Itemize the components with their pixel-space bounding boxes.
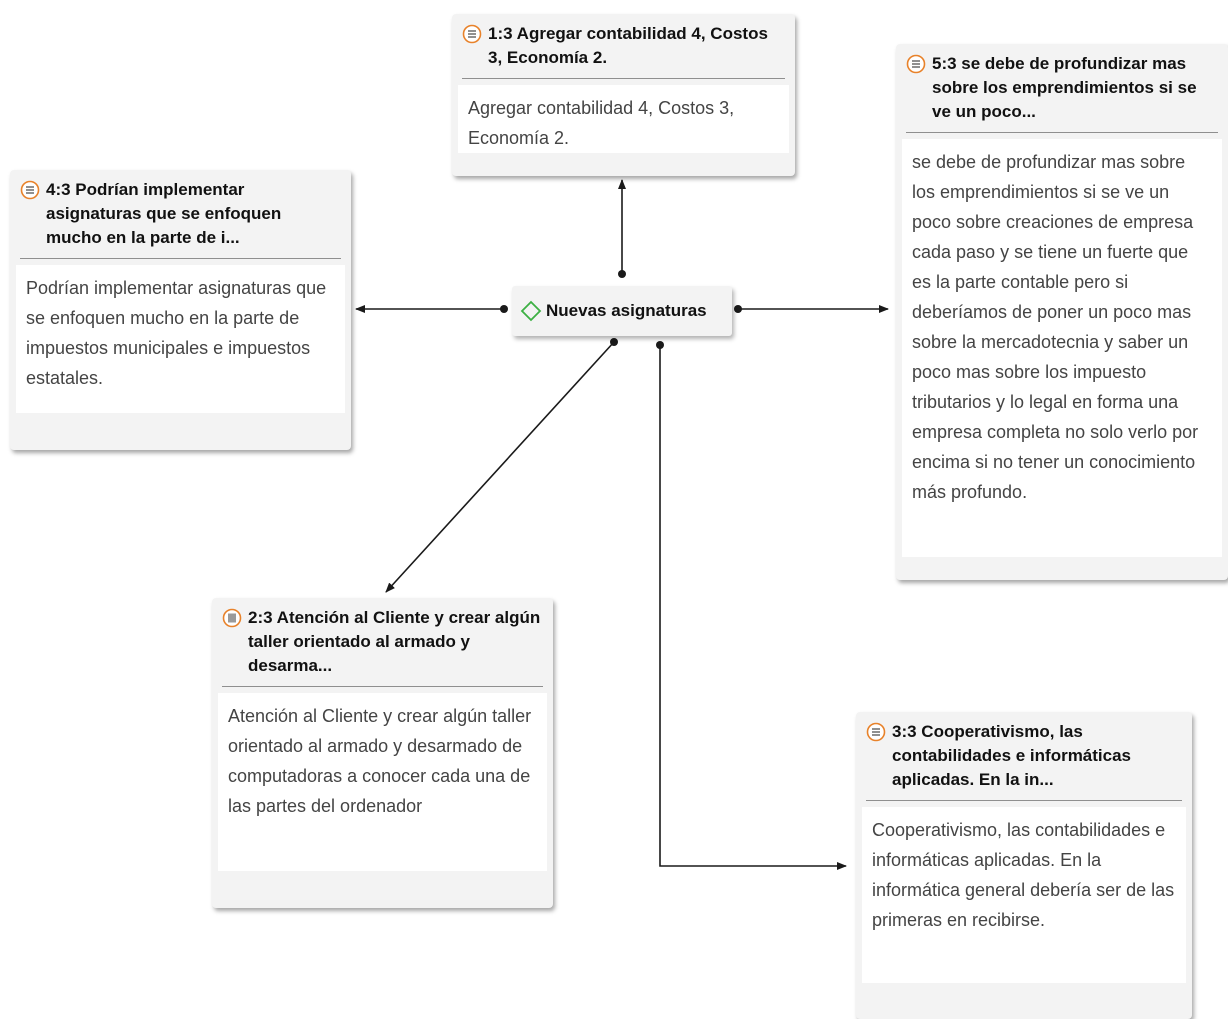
document-lines-icon <box>866 722 886 742</box>
quote-header: 1:3 Agregar contabilidad 4, Costos 3, Ec… <box>488 24 768 67</box>
document-lines-icon <box>462 24 482 44</box>
divider <box>866 800 1182 801</box>
green-diamond-icon <box>520 300 542 322</box>
quote-card-1[interactable]: 1:3 Agregar contabilidad 4, Costos 3, Ec… <box>452 14 795 176</box>
quote-body: Cooperativismo, las contabilidades e inf… <box>862 807 1186 983</box>
divider <box>222 686 543 687</box>
link-to-quote-3[interactable] <box>656 341 847 870</box>
document-filled-icon <box>222 608 242 628</box>
quote-card-5[interactable]: 5:3 se debe de profundizar mas sobre los… <box>896 44 1228 580</box>
link-to-quote-2[interactable] <box>385 338 618 593</box>
document-lines-icon <box>20 180 40 200</box>
quote-header: 5:3 se debe de profundizar mas sobre los… <box>932 54 1197 121</box>
divider <box>462 78 785 79</box>
link-to-quote-5[interactable] <box>734 305 889 313</box>
quote-card-3[interactable]: 3:3 Cooperativismo, las contabilidades e… <box>856 712 1192 1019</box>
document-lines-icon <box>906 54 926 74</box>
quote-body: Agregar contabilidad 4, Costos 3, Econom… <box>458 85 789 153</box>
divider <box>906 132 1218 133</box>
quote-header: 2:3 Atención al Cliente y crear algún ta… <box>248 608 541 675</box>
quote-card-4[interactable]: 4:3 Podrían implementar asignaturas que … <box>10 170 351 450</box>
code-node-nuevas-asignaturas[interactable]: Nuevas asignaturas <box>512 286 732 336</box>
quote-body: Atención al Cliente y crear algún taller… <box>218 693 547 871</box>
quote-body: se debe de profundizar mas sobre los emp… <box>902 139 1222 557</box>
code-node-label: Nuevas asignaturas <box>546 301 707 320</box>
quote-card-2[interactable]: 2:3 Atención al Cliente y crear algún ta… <box>212 598 553 908</box>
quote-body: Podrían implementar asignaturas que se e… <box>16 265 345 413</box>
quote-header: 4:3 Podrían implementar asignaturas que … <box>46 180 282 247</box>
divider <box>20 258 341 259</box>
link-to-quote-4[interactable] <box>355 305 508 313</box>
link-to-quote-1[interactable] <box>618 179 626 278</box>
quote-header: 3:3 Cooperativismo, las contabilidades e… <box>892 722 1132 789</box>
